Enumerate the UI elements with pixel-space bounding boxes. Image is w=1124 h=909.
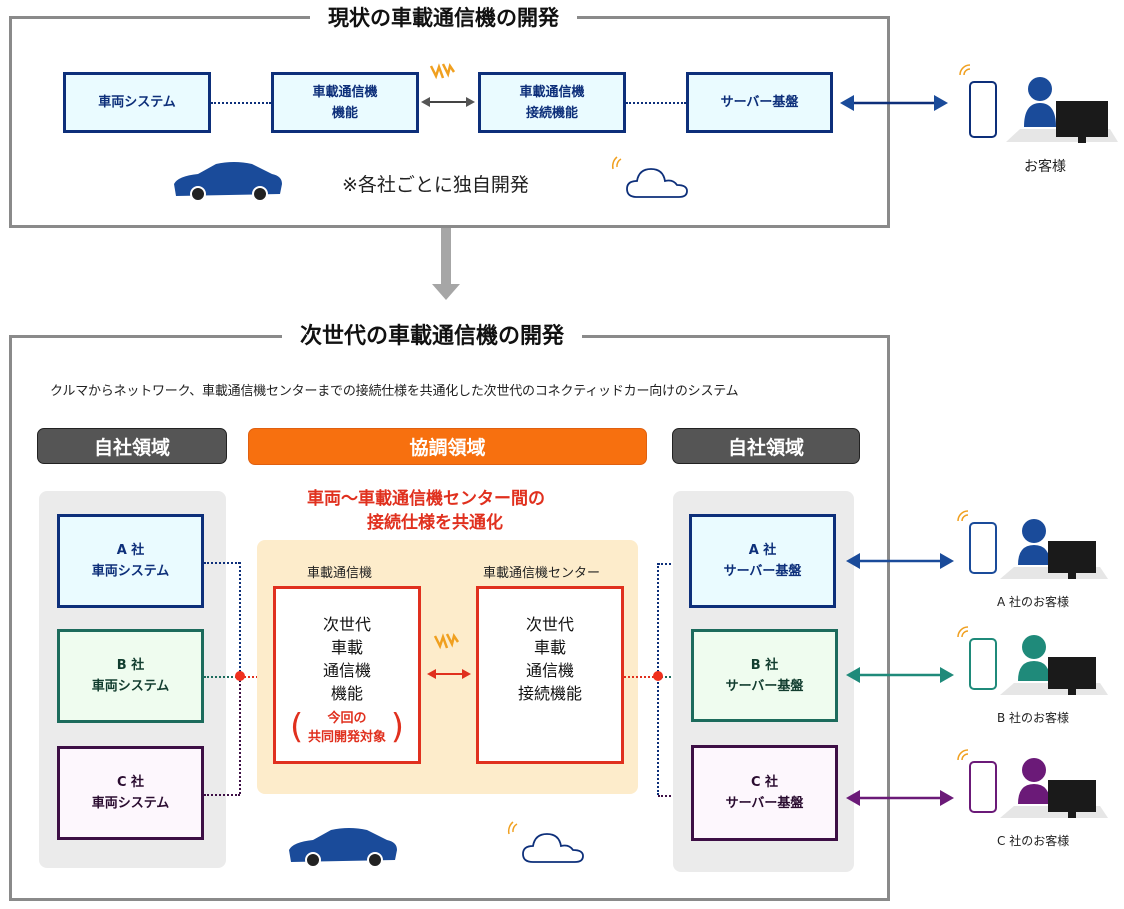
server-a-box: A 社 サーバー基盤 xyxy=(689,514,836,608)
customer-icon xyxy=(1006,77,1118,143)
connector-line xyxy=(204,562,240,564)
connector-line xyxy=(204,676,240,678)
note-line: 共同開発対象 xyxy=(307,730,386,745)
server-b-box: B 社 サーバー基盤 xyxy=(691,629,838,722)
connector-line xyxy=(204,794,240,796)
company-label: C 社 xyxy=(750,775,779,790)
common-spec-line2: 接続仕様を共通化 xyxy=(367,513,503,533)
box-line: 機能 xyxy=(330,684,363,703)
vehicle-system-a-box: A 社 車両システム xyxy=(57,514,204,608)
badge-label: 自社領域 xyxy=(727,436,804,459)
coop-domain-badge: 協調領域 xyxy=(248,428,647,465)
bidirectional-arrow-icon xyxy=(846,790,954,806)
bidirectional-arrow-icon xyxy=(840,95,948,111)
company-label: A 社 xyxy=(748,543,777,558)
box-label: 車載通信機 xyxy=(519,84,585,100)
badge-label: 協調領域 xyxy=(409,437,486,459)
customer-icon xyxy=(1000,635,1108,695)
next-connection-function-box: 次世代 車載 通信機 接続機能 xyxy=(476,586,624,764)
box-label: サーバー基盤 xyxy=(725,678,804,694)
current-note: ※各社ごとに独自開発 xyxy=(342,174,529,196)
box-line: 次世代 xyxy=(525,615,574,634)
own-domain-badge-left: 自社領域 xyxy=(37,428,227,464)
current-device-function-box: 車載通信機 機能 xyxy=(271,72,419,133)
joint-dev-note: ( 今回の 共同開発対象 ) xyxy=(289,707,404,747)
box-label: サーバー基盤 xyxy=(725,796,804,811)
vehicle-system-b-box: B 社 車両システム xyxy=(57,629,204,723)
box-label: 機能 xyxy=(331,105,358,121)
phone-icon xyxy=(957,626,997,690)
box-line: 通信機 xyxy=(525,661,574,680)
junction-dot xyxy=(235,671,245,681)
common-spec-line1: 車両〜車載通信機センター間の xyxy=(307,489,545,509)
next-device-function-box: 次世代 車載 通信機 機能 ( 今回の 共同開発対象 ) xyxy=(273,586,421,764)
company-label: B 社 xyxy=(116,658,145,673)
own-domain-badge-right: 自社領域 xyxy=(672,428,860,464)
box-label: 車両システム xyxy=(98,95,176,110)
customer-icon xyxy=(1000,758,1108,818)
box-line: 次世代 xyxy=(322,615,371,634)
junction-dot xyxy=(653,671,663,681)
box-label: サーバー基盤 xyxy=(723,564,802,579)
box-label: 車載通信機 xyxy=(312,84,378,100)
bidirectional-arrow-icon xyxy=(427,669,471,679)
box-line: 車載 xyxy=(330,638,363,657)
box-label: 車両システム xyxy=(91,564,170,579)
box-line: 接続機能 xyxy=(517,684,582,703)
down-arrow-icon xyxy=(432,228,460,300)
current-title: 現状の車載通信機の開発 xyxy=(310,2,577,32)
connector-line xyxy=(239,562,241,676)
connector-line xyxy=(211,102,271,104)
cloud-icon xyxy=(507,821,584,863)
company-label: A 社 xyxy=(116,543,145,558)
next-title: 次世代の車載通信機の開発 xyxy=(282,318,583,350)
connector-line xyxy=(626,102,686,104)
car-icon xyxy=(289,828,397,868)
bidirectional-arrow-icon xyxy=(846,667,954,683)
current-connection-function-box: 車載通信機 接続機能 xyxy=(478,72,626,133)
lightning-icon xyxy=(429,62,456,80)
box-label: 車両システム xyxy=(91,679,170,694)
next-description: クルマからネットワーク、車載通信機センターまでの接続仕様を共通化した次世代のコネ… xyxy=(50,384,739,399)
phone-icon xyxy=(957,510,997,574)
server-c-box: C 社 サーバー基盤 xyxy=(691,745,838,841)
box-label: 車両システム xyxy=(91,796,170,811)
device-label: 車載通信機 xyxy=(307,566,373,581)
customer-label: C 社のお客様 xyxy=(997,834,1070,848)
box-label: 接続機能 xyxy=(525,105,578,121)
box-line: 通信機 xyxy=(322,661,371,680)
customer-icon xyxy=(1000,519,1108,579)
phone-icon xyxy=(957,749,997,813)
cloud-icon xyxy=(611,156,688,198)
customer-label: B 社のお客様 xyxy=(997,711,1070,725)
bidirectional-arrow-icon xyxy=(421,97,475,107)
center-label: 車載通信機センター xyxy=(483,566,601,581)
bidirectional-arrow-icon xyxy=(846,553,954,569)
current-server-box: サーバー基盤 xyxy=(686,72,833,133)
current-vehicle-system-box: 車両システム xyxy=(63,72,211,133)
phone-icon xyxy=(959,64,997,138)
vehicle-system-c-box: C 社 車両システム xyxy=(57,746,204,840)
lightning-icon xyxy=(433,632,460,650)
company-label: B 社 xyxy=(750,657,779,673)
customer-label: お客様 xyxy=(1024,159,1066,175)
note-line: 今回の xyxy=(327,711,367,726)
company-label: C 社 xyxy=(116,775,145,790)
badge-label: 自社領域 xyxy=(93,436,170,459)
connector-line xyxy=(239,676,241,794)
connector-line xyxy=(624,676,658,678)
car-icon xyxy=(174,162,282,202)
box-line: 車載 xyxy=(533,638,566,657)
customer-label: A 社のお客様 xyxy=(997,595,1070,609)
box-label: サーバー基盤 xyxy=(720,95,799,110)
